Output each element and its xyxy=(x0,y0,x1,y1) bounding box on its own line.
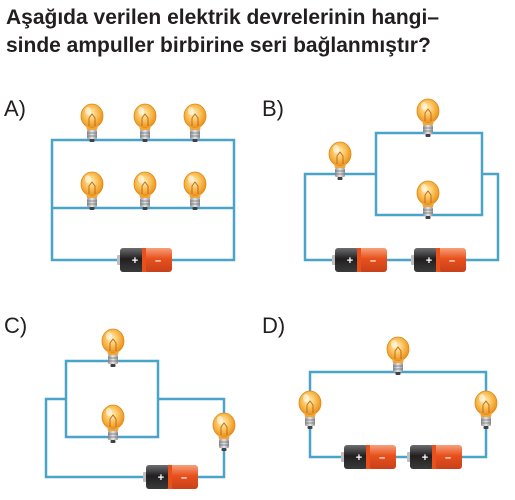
circuit-c-bulb-1 xyxy=(101,328,125,367)
battery-plus-sign: + xyxy=(158,472,164,484)
battery-plus-sign: + xyxy=(132,255,138,267)
circuit-c-battery: +– xyxy=(143,465,198,489)
battery-plus-sign: + xyxy=(347,255,353,267)
circuit-d-bulb-3 xyxy=(474,390,498,429)
option-a-label: A) xyxy=(4,96,26,121)
circuit-d-bulb-1 xyxy=(386,336,410,375)
battery-minus-sign: – xyxy=(155,255,161,267)
battery-minus-sign: – xyxy=(379,452,385,464)
battery-plus-sign: + xyxy=(426,255,432,267)
question-line-1: Aşağıda verilen elektrik devrelerinin ha… xyxy=(6,6,440,29)
circuit-d-bulb-2 xyxy=(298,390,322,429)
circuit-a-bulb-4 xyxy=(80,171,104,210)
circuit-a-battery: +– xyxy=(117,248,172,272)
battery-minus-sign: – xyxy=(181,472,187,484)
option-b-label: B) xyxy=(262,96,284,121)
circuit-a-bulb-3 xyxy=(183,103,207,142)
circuit-b-bulb-3 xyxy=(416,180,440,219)
battery-plus-sign: + xyxy=(422,452,428,464)
option-d-label: D) xyxy=(262,313,285,338)
circuit-d-wires xyxy=(308,370,488,459)
circuit-c-wires xyxy=(44,359,226,479)
option-c-label: C) xyxy=(4,313,27,338)
circuit-b-bulb-1 xyxy=(328,141,352,180)
battery-minus-sign: – xyxy=(370,255,376,267)
circuit-d-battery-2: +– xyxy=(407,445,462,469)
circuit-c-bulb-2 xyxy=(101,404,125,443)
battery-minus-sign: – xyxy=(449,255,455,267)
battery-minus-sign: – xyxy=(445,452,451,464)
circuit-a-bulb-1 xyxy=(80,103,104,142)
battery-plus-sign: + xyxy=(356,452,362,464)
circuit-a-bulb-6 xyxy=(183,171,207,210)
circuit-b-battery-2: +– xyxy=(411,248,466,272)
question-text: Aşağıda verilen elektrik devrelerinin ha… xyxy=(6,4,514,60)
question-line-2: sinde ampuller birbirine seri bağlanmışt… xyxy=(6,34,431,57)
circuit-b-battery-1: +– xyxy=(332,248,387,272)
circuit-a-bulb-2 xyxy=(133,103,157,142)
circuit-a-bulb-5 xyxy=(133,171,157,210)
circuit-b-bulb-2 xyxy=(416,98,440,137)
circuit-c-bulb-3 xyxy=(212,412,236,451)
circuit-d-battery-1: +– xyxy=(341,445,396,469)
